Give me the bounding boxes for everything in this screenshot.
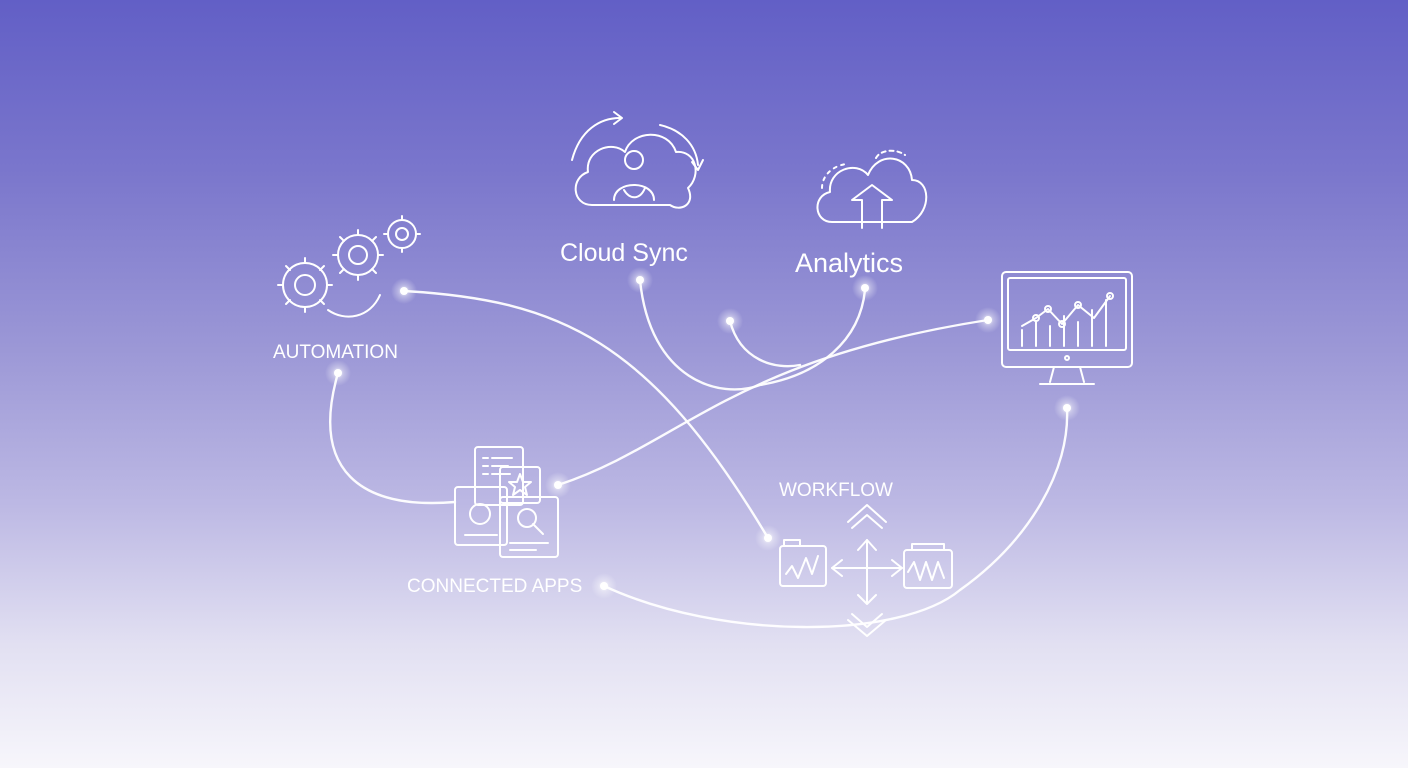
connector-automation-to-connected-apps [329, 371, 457, 505]
cloud-upload-icon [816, 149, 928, 229]
node-analytics [861, 284, 869, 292]
node-workflow [764, 534, 772, 542]
automation-label: AUTOMATION [273, 342, 398, 363]
node-cloud-sync [636, 276, 644, 284]
node-automation-bottom [334, 369, 342, 377]
connected-apps-label: CONNECTED APPS [407, 576, 582, 597]
connector-automation-to-workflow [402, 289, 770, 540]
analytics-label: Analytics [795, 248, 903, 278]
gears-icon [277, 215, 421, 318]
workflow-label: WORKFLOW [779, 480, 893, 501]
node-dashboard-left [984, 316, 992, 324]
workflow-icon [779, 504, 953, 637]
node-automation-right [400, 287, 408, 295]
node-connected-apps-bottom [600, 582, 608, 590]
node-dashboard-bottom [1063, 404, 1071, 412]
node-connected-apps [554, 481, 562, 489]
connector-connected-apps-to-dashboard-bottom [602, 406, 1069, 629]
cloud-sync-icon [571, 111, 704, 209]
node-center [726, 317, 734, 325]
monitor-chart-icon [1001, 271, 1133, 385]
connector-cloud-sync-to-analytics [638, 278, 867, 391]
connector-connected-apps-to-dashboard [556, 318, 990, 487]
connector-nodes [325, 267, 1080, 599]
app-cards-icon [454, 446, 559, 558]
cloud-sync-label: Cloud Sync [560, 239, 688, 267]
connector-lines [329, 278, 1069, 629]
